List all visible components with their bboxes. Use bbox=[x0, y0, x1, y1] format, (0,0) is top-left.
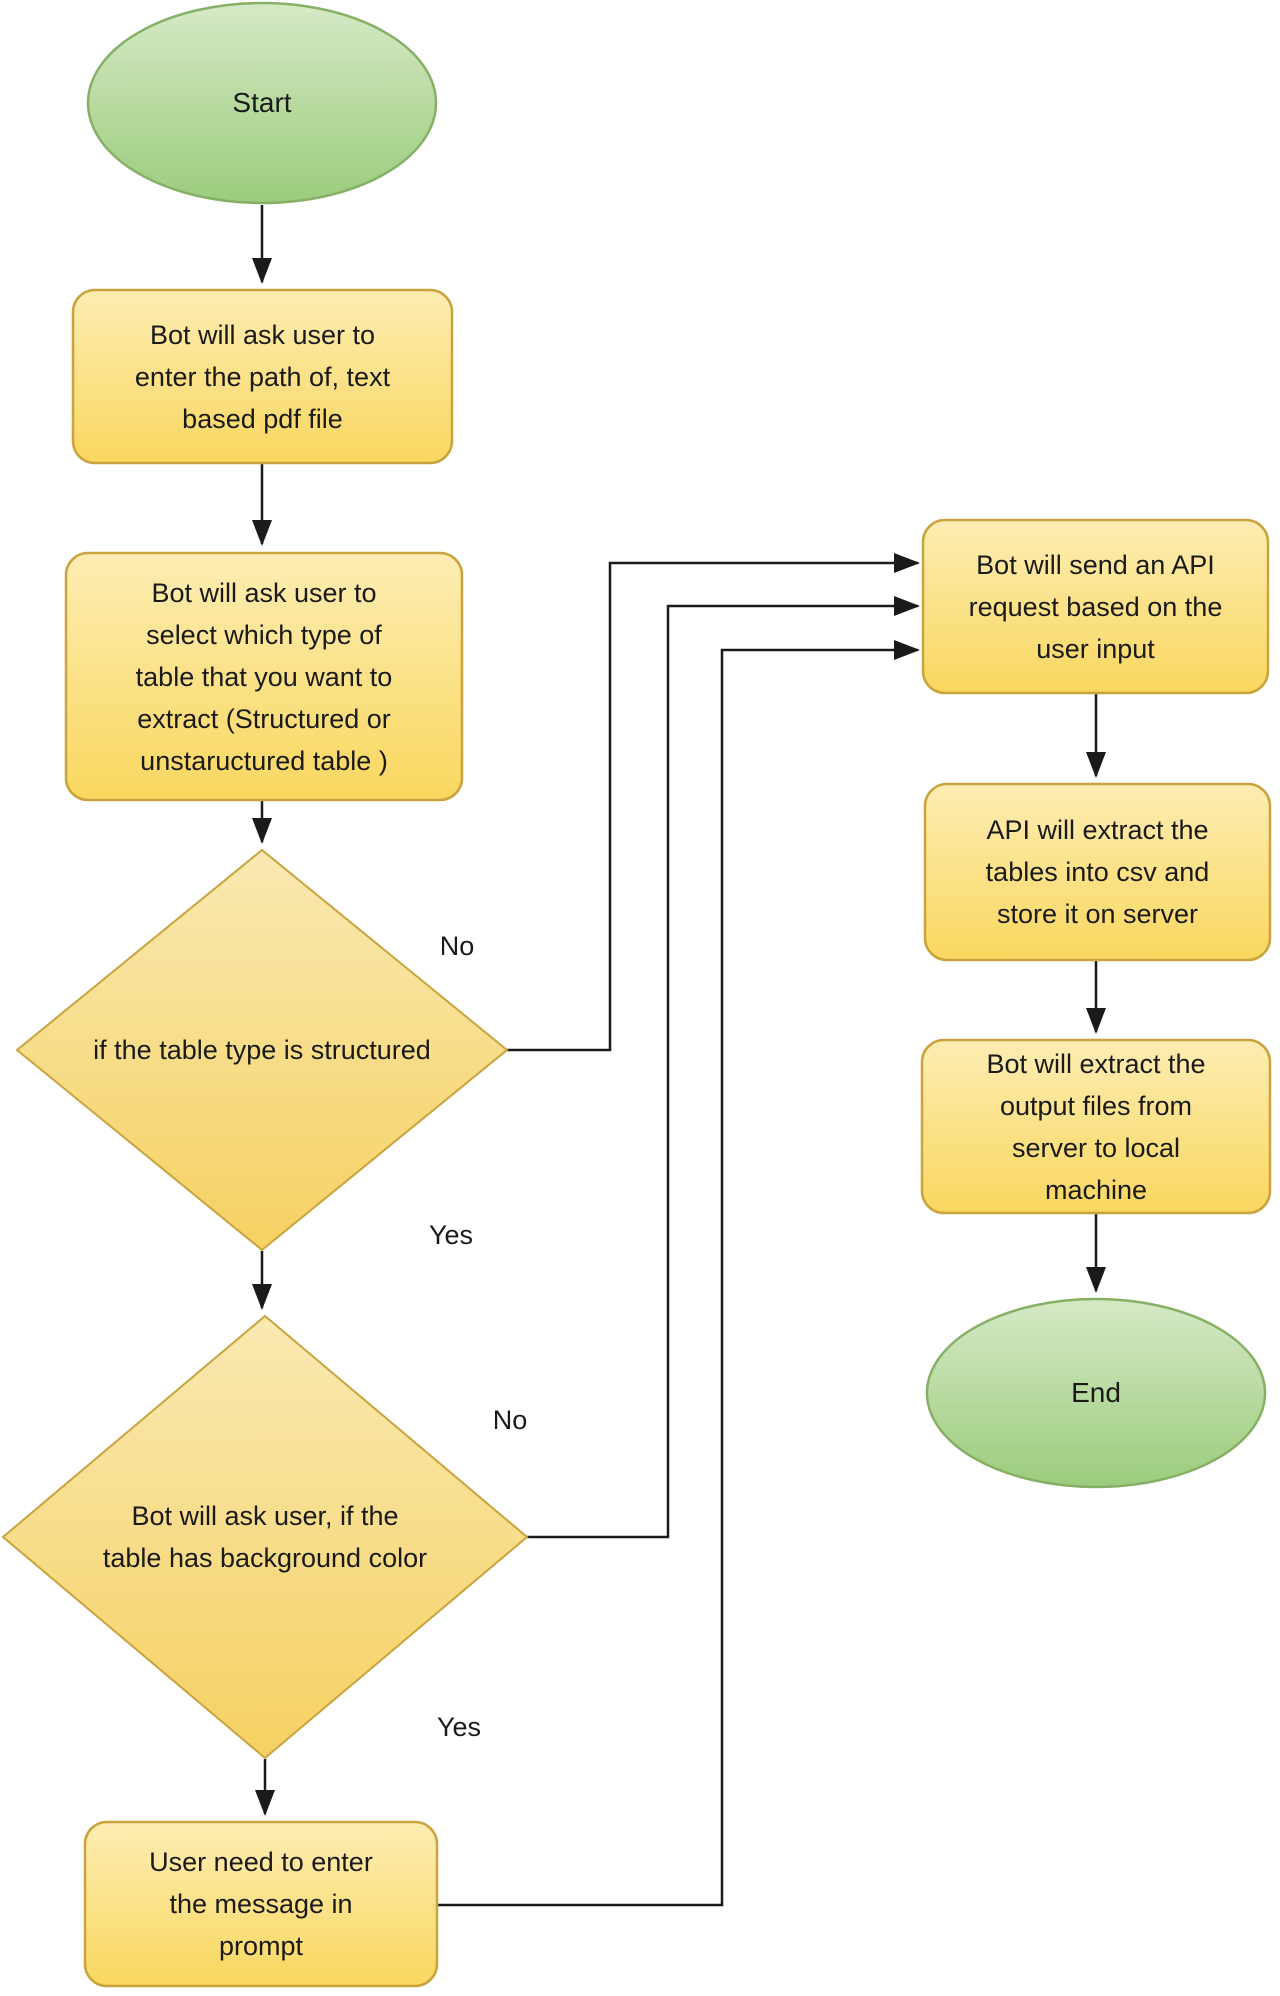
edge-decision-background-no-to-api-request bbox=[527, 596, 920, 1539]
ask-path-node-shape bbox=[71, 288, 454, 465]
edge-decision-structured-no-to-api-request bbox=[507, 553, 920, 1052]
background-yes-label: Yes bbox=[436, 1712, 482, 1742]
structured-yes-label: Yes bbox=[428, 1220, 474, 1250]
decision-structured-diamond bbox=[15, 848, 509, 1252]
bot-extract-node-shape bbox=[920, 1038, 1272, 1215]
start-node-shape bbox=[86, 1, 438, 205]
structured-no-label: No bbox=[439, 931, 475, 961]
decision-background-diamond bbox=[1, 1314, 529, 1760]
enter-prompt-node-shape bbox=[83, 1820, 439, 1988]
end-node-shape bbox=[925, 1297, 1267, 1489]
edge-enter-prompt-to-api-request bbox=[437, 640, 920, 1907]
api-request-node-shape bbox=[921, 518, 1270, 695]
background-no-label: No bbox=[492, 1405, 528, 1435]
ask-table-type-node-shape bbox=[64, 551, 464, 802]
api-extract-node-shape bbox=[923, 782, 1272, 962]
